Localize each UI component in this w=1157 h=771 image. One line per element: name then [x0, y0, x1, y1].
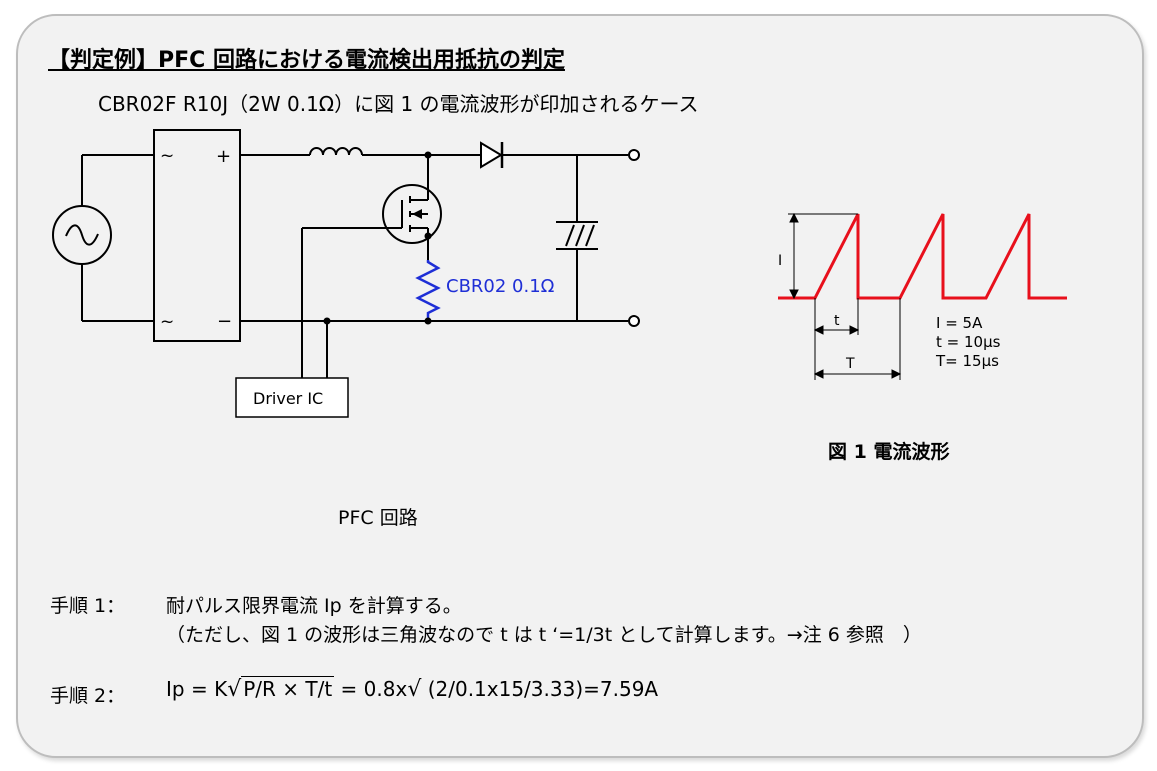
- formula-mid: = 0.8x: [334, 677, 408, 701]
- formula-radicand: P/R × T/t: [241, 676, 335, 701]
- bridge-minus-label: −: [217, 311, 232, 332]
- waveform-I-label: I: [778, 253, 782, 269]
- waveform-param-t: t = 10μs: [936, 333, 1001, 351]
- waveform-param-I: I = 5A: [936, 314, 983, 332]
- mosfet: [382, 184, 442, 244]
- step1-text: 耐パルス限界電流 Ip を計算する。: [166, 595, 462, 617]
- waveform-t-label: t: [834, 313, 840, 329]
- waveform-T-label: T: [845, 356, 855, 372]
- waveform-caption: 図 1 電流波形: [828, 441, 950, 463]
- sense-resistor: [415, 260, 441, 321]
- formula-sqrt-2: √: [407, 677, 422, 702]
- resistor-label: CBR02 0.1Ω: [446, 276, 555, 297]
- waveform-param-T: T= 15μs: [935, 352, 999, 370]
- sawtooth-waveform: [778, 213, 1067, 300]
- content-card: [16, 14, 1144, 758]
- driver-ic-label: Driver IC: [253, 389, 323, 408]
- bridge-rectifier: [153, 129, 241, 342]
- bridge-ac-top-label: ~: [160, 146, 174, 166]
- formula-sqrt: √P/R × T/t: [227, 676, 335, 702]
- ac-source-wave-icon: [65, 224, 99, 246]
- diode: [480, 141, 503, 169]
- formula-rhs: (2/0.1x15/3.33)=7.59A: [421, 677, 659, 701]
- bridge-ac-bottom-label: ~: [160, 312, 174, 332]
- driver-ic-box: [235, 377, 349, 418]
- bridge-plus-label: +: [216, 146, 231, 167]
- pfc-circuit-caption: PFC 回路: [338, 507, 418, 529]
- page-title: 【判定例】PFC 回路における電流検出用抵抗の判定: [48, 48, 565, 73]
- step2-label: 手順 2：: [50, 685, 126, 707]
- page-subtitle: CBR02F R10J（2W 0.1Ω）に図 1 の電流波形が印加されるケース: [98, 92, 699, 116]
- inductor: [309, 147, 363, 156]
- step1-note: （ただし、図 1 の波形は三角波なので t は t ‘=1/3t として計算しま…: [166, 624, 922, 646]
- formula-lhs: Ip = K: [166, 677, 228, 701]
- step1-label: 手順 1：: [50, 595, 126, 617]
- output-terminal-top: [628, 149, 640, 161]
- output-terminal-bottom: [628, 315, 640, 327]
- step2-formula: Ip = K√P/R × T/t = 0.8x√ (2/0.1x15/3.33)…: [166, 676, 658, 702]
